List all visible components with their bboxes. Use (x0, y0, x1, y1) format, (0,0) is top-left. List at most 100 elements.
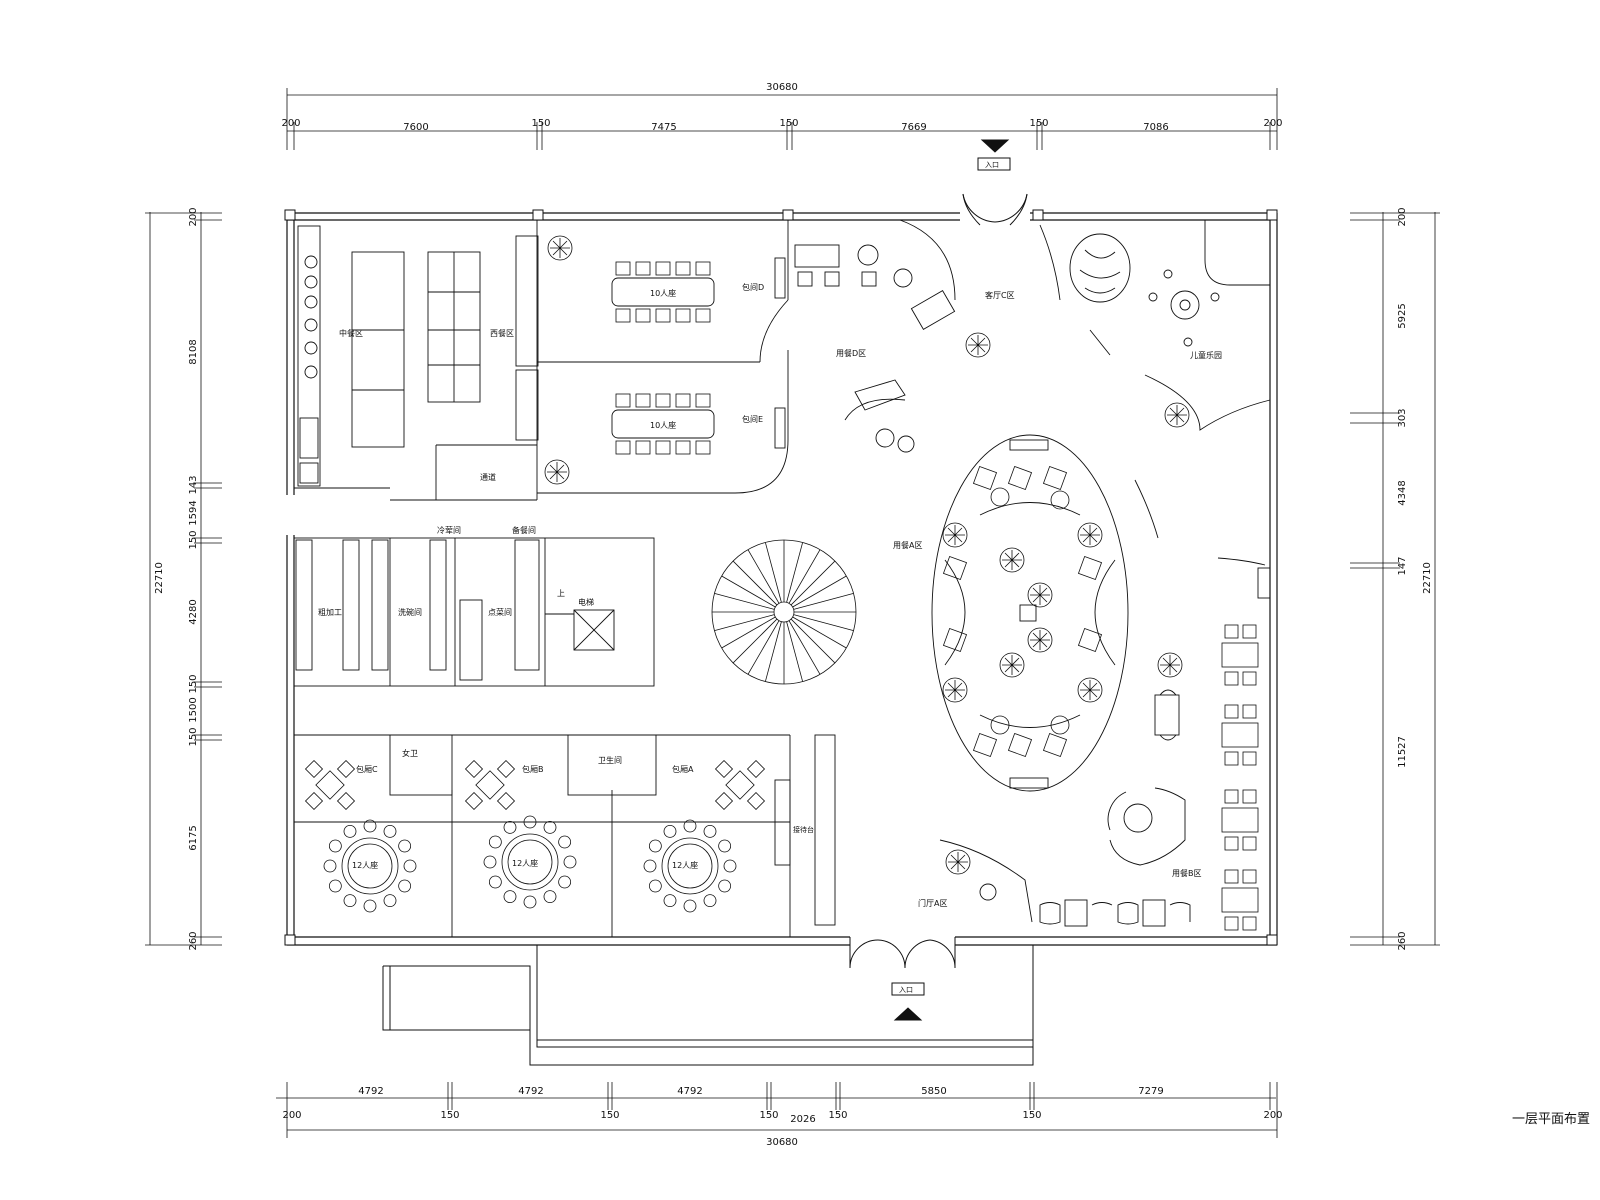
oval-chair (1042, 465, 1068, 491)
round-table (501, 833, 559, 891)
label-caipin: 点菜间 (488, 607, 512, 617)
dim-left-4: 150 (188, 530, 199, 549)
plant-leaves (547, 462, 567, 482)
central-oval-booth (931, 434, 1129, 792)
round-table (341, 837, 399, 895)
dim-bottom-l4: 150 (828, 1110, 847, 1121)
dim-top-8: 200 (1263, 118, 1282, 129)
label-zhongcan: 中餐区 (339, 328, 363, 338)
label-reception: 接待台 (793, 825, 814, 834)
round-table-chair (523, 815, 537, 829)
side-table (1221, 722, 1259, 748)
label-gonglu: 通道 (480, 472, 496, 482)
round-table-chair (363, 899, 377, 913)
label-twelve-b: 12人座 (512, 858, 538, 868)
side-chair (1224, 624, 1239, 639)
square-table (475, 770, 505, 800)
chair-e (695, 393, 711, 408)
outer-walls (286, 212, 1278, 946)
dim-left-2: 143 (188, 475, 199, 494)
plant (942, 522, 968, 548)
dim-bottom-l2: 150 (600, 1110, 619, 1121)
side-chair (1224, 916, 1239, 931)
square-chair (496, 791, 516, 811)
dim-left-1: 8108 (188, 339, 199, 364)
dim-bottom-u2: 4792 (677, 1086, 702, 1097)
label-up: 上 (557, 589, 565, 598)
right-hall-furniture (794, 219, 1271, 599)
dim-right-6: 260 (1397, 931, 1408, 950)
label-entrance-top: 入口 (985, 161, 999, 169)
stair-tread (792, 575, 847, 608)
side-table (1221, 642, 1259, 668)
round-table-top (347, 843, 393, 889)
chair-e (635, 440, 651, 455)
dim-left-7: 1500 (188, 697, 199, 722)
stair-tread (786, 542, 804, 603)
dim-bottom-l3: 150 (759, 1110, 778, 1121)
plant-leaves (1080, 525, 1100, 545)
oval-stool (1050, 490, 1070, 510)
oval-chair (1077, 555, 1103, 581)
dim-right-5: 11527 (1397, 736, 1408, 768)
round-table-chair (383, 824, 397, 838)
side-chair (1224, 671, 1239, 686)
chair-d (655, 261, 671, 276)
side-chair (1242, 751, 1257, 766)
stair-tread (764, 621, 782, 682)
side-chair (1224, 869, 1239, 884)
plant-leaves (1167, 405, 1187, 425)
drawing-title: 一层平面布置 (1512, 1112, 1590, 1127)
round-table-chair (703, 824, 717, 838)
stair-tread (732, 618, 778, 664)
label-baojian-d: 包间D (742, 282, 764, 292)
stair-tread (792, 616, 847, 649)
dim-right-0: 200 (1397, 207, 1408, 226)
label-lobby-a: 门厅A区 (918, 898, 947, 908)
chair-e (615, 440, 631, 455)
round-table (661, 837, 719, 895)
dim-bottom-u3: 2026 (790, 1114, 815, 1125)
plant (965, 332, 991, 358)
chair-e (655, 393, 671, 408)
private-rooms-abc (294, 734, 836, 937)
round-table-chair (563, 855, 577, 869)
oval-chairs (942, 465, 1103, 758)
label-elevator: 电梯 (578, 597, 594, 607)
chair-d (635, 308, 651, 323)
chair-d (695, 261, 711, 276)
label-fk: 包厢C (356, 764, 378, 774)
chair-d (635, 261, 651, 276)
label-twelve-a: 12人座 (352, 860, 378, 870)
label-dining-a: 用餐A区 (893, 541, 922, 550)
square-chair (746, 759, 766, 779)
side-table (1221, 887, 1259, 913)
dim-top-3: 7475 (651, 122, 676, 133)
plant-leaves (1002, 550, 1022, 570)
square-chair (304, 759, 324, 779)
stair-tread (793, 592, 854, 610)
round-table-chair (343, 824, 357, 838)
round-table-chair (328, 839, 342, 853)
dim-bottom-l0: 200 (282, 1110, 301, 1121)
round-table-chair (398, 879, 412, 893)
plant (999, 652, 1025, 678)
plant (942, 677, 968, 703)
label-kanban: 客厅C区 (985, 290, 1015, 300)
plant-leaves (948, 852, 968, 872)
chair-d (615, 308, 631, 323)
chair-e (675, 440, 691, 455)
label-twelve-c: 12人座 (672, 860, 698, 870)
round-table-chair (663, 894, 677, 908)
plant (1027, 582, 1053, 608)
oval-chair (1077, 627, 1103, 653)
stair-tread (786, 621, 804, 682)
square-chair (336, 759, 356, 779)
oval-stool (990, 487, 1010, 507)
square-chair (496, 759, 516, 779)
round-table-chair (643, 859, 657, 873)
plant (1027, 627, 1053, 653)
round-table-chair (403, 859, 417, 873)
dim-bottom-total: 30680 (766, 1137, 798, 1148)
dim-right-total: 22710 (1422, 562, 1433, 594)
